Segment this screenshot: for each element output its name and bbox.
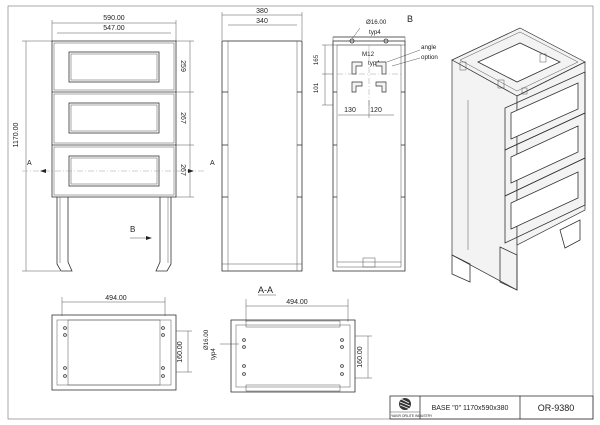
section-hole-dia: Ø16.00 [203, 329, 210, 350]
front-view: 590.00 547.00 1170.00 259 267 267 A [13, 15, 215, 272]
bottom-view: 494.00 160.00 [51, 295, 192, 391]
drawing-border [7, 5, 594, 420]
view-marker-b: B [130, 225, 135, 234]
part-number: OR-9380 [538, 403, 575, 413]
dim-120: 120 [370, 107, 382, 114]
detail-typ-1: typ4 [369, 29, 381, 36]
front-window-1 [68, 51, 160, 83]
company-logo [399, 398, 411, 410]
front-height-1: 259 [179, 60, 186, 72]
detail-hole-dia: Ø16.00 [366, 19, 387, 26]
side-width-inner: 340 [256, 18, 268, 25]
section-height: 160.00 [357, 346, 364, 368]
side-width-total: 380 [256, 8, 268, 15]
front-height-total: 1170.00 [13, 123, 20, 148]
detail-bolt: M12 [362, 51, 375, 58]
front-leg-left [56, 197, 73, 272]
isometric-view [451, 27, 586, 291]
part-description: BASE "0" 1170x590x380 [432, 405, 509, 412]
detail-typ-2: typ4 [368, 60, 380, 67]
detail-view-b: B Ø16.00 typ4 M12 typ4 angle option 165 … [313, 14, 438, 272]
title-block: YAKIR ORLITE INDUSTRY BASE "0" 1170x590x… [389, 395, 594, 420]
section-title: A-A [258, 285, 273, 295]
front-height-3: 267 [179, 164, 186, 176]
company-name: YAKIR ORLITE INDUSTRY [391, 414, 433, 418]
bottom-height: 160.00 [177, 341, 184, 363]
front-width-inner: 547.00 [103, 25, 125, 32]
section-marker-right: A [210, 160, 215, 167]
section-typ: typ4 [210, 348, 217, 360]
section-width: 494.00 [286, 299, 308, 306]
label-angle: angle [421, 44, 437, 51]
section-marker-left: A [27, 160, 32, 167]
front-width-total: 590.00 [103, 15, 125, 22]
bottom-width: 494.00 [105, 295, 127, 302]
side-view: 380 340 [221, 8, 303, 272]
front-window-2 [68, 102, 160, 134]
dim-101: 101 [313, 82, 320, 93]
dim-165: 165 [313, 54, 320, 65]
front-height-2: 267 [179, 112, 186, 124]
dim-130: 130 [344, 107, 356, 114]
section-view-a-a: A-A 494.00 Ø16.00 typ4 160.00 [203, 285, 372, 393]
detail-marker: B [407, 14, 413, 24]
label-option: option [421, 54, 438, 61]
front-leg-right [155, 197, 172, 272]
